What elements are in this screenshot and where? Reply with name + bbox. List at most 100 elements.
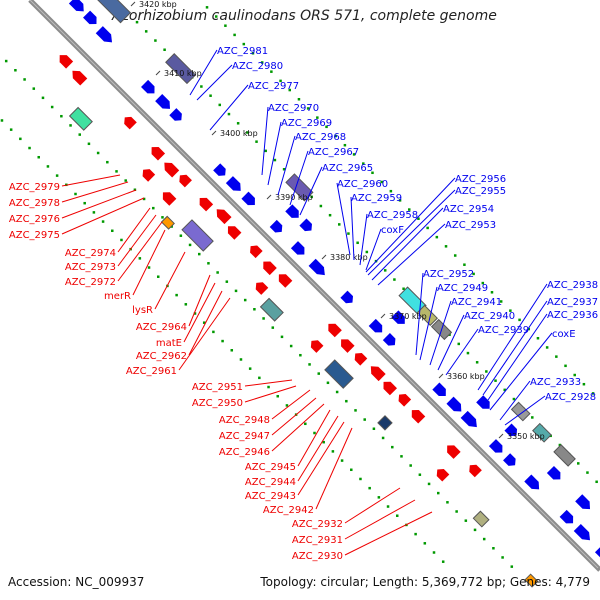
gene-label-forward: AZC_2941 [451,297,502,308]
guide-dot [354,409,357,412]
guide-dot [418,473,422,476]
guide-dot [111,229,114,233]
kbp-label: 3380 kbp [330,253,368,262]
guide-dot [193,312,197,315]
guide-dot [564,364,567,368]
gene-leader-line [487,313,548,401]
guide-dot [306,107,310,110]
guide-dot [555,355,558,358]
gene-arrow [546,465,561,480]
guide-dot [335,390,339,394]
accession-text: Accession: NC_009937 [8,575,145,589]
gene-leader-line [297,409,331,467]
guide-dot [233,33,236,37]
gene-leader-line [482,300,548,396]
gene-leader-line [299,166,323,216]
gene-label-reverse: AZC_2964 [136,322,187,333]
feature-block [398,286,427,315]
gene-arrow [340,290,354,304]
guide-dot [282,167,286,171]
guide-dot [14,69,17,72]
gene-label-forward: AZC_2977 [248,81,299,92]
guide-dot [363,418,366,421]
guide-dot [243,298,247,302]
guide-dot [251,52,255,55]
guide-dot [87,142,91,146]
guide-dot [325,125,328,129]
guide-dot [386,505,390,508]
gene-arrow [460,410,477,428]
gene-label-reverse: AZC_2942 [263,505,314,516]
guide-dot [503,388,506,392]
gene-label-reverse: AZC_2947 [219,431,270,442]
gene-arrow [594,547,600,558]
guide-dot [457,342,461,346]
gene-arrow [575,494,591,510]
guide-dot [499,300,503,303]
guide-dot [509,309,512,312]
guide-dot [209,94,212,97]
feature-block [68,106,93,131]
gene-label-forward: AZC_2956 [455,174,506,185]
gene-leader-line [267,121,282,186]
guide-dot [389,189,393,193]
gene-leader-line [178,297,231,371]
guide-dot [214,15,218,18]
topology-text: Topology: circular; Length: 5,369,772 bp… [260,575,590,589]
gene-leader-line [188,274,211,327]
guide-dot [313,431,316,435]
gene-label-reverse: AZC_2976 [9,214,60,225]
guide-dot [267,385,270,389]
guide-dot [9,128,13,131]
guide-dot [372,427,376,431]
guide-dot [120,238,123,242]
guide-dot [262,317,265,320]
gene-leader-line [188,290,223,356]
dotted-track-guides [0,2,598,568]
guide-dot [492,547,495,550]
gene-leader-line [244,385,297,403]
gene-arrow [432,382,446,397]
feature-block [181,219,214,252]
guide-dot [501,556,504,559]
guide-dot [328,213,332,217]
guide-dot [55,174,59,177]
gene-arrow [216,209,232,225]
gene-leader-line [132,229,166,296]
gene-label-reverse: AZC_2931 [292,535,343,546]
gene-leader-line [365,177,456,273]
guide-dot [78,133,81,136]
guide-dot [138,257,142,260]
gene-arrow [446,396,462,412]
guide-dot [426,226,429,230]
gene-arrow [255,282,269,295]
guide-dot [106,160,109,164]
guide-dot [482,537,486,541]
gene-leader-line [117,207,151,253]
gene-arrow [524,474,540,490]
gene-arrow [151,147,166,161]
guide-dot [188,243,192,247]
guide-dot [591,392,595,395]
gene-leader-line [261,106,269,176]
guide-dot [423,542,427,545]
guide-dot [322,440,325,444]
kbp-label: 3360 kbp [447,372,485,381]
feature-block [285,173,314,202]
gene-label-forward: AZC_2969 [281,118,332,129]
guide-dot [60,114,63,118]
guide-dot [441,560,445,563]
gene-leader-line [344,499,416,540]
guide-dot [446,501,449,504]
gene-leader-line [277,135,296,196]
guide-dot [319,204,323,208]
gene-label-forward: AZC_2970 [268,103,319,114]
kbp-tick [321,254,327,260]
gene-arrow [559,509,574,524]
guide-dot [230,349,234,352]
gene-label-reverse: AZC_2974 [65,248,116,259]
guide-dot [414,532,417,536]
gene-label-reverse: merR [104,291,131,302]
guide-dot [371,171,374,175]
gene-leader-line [445,328,479,376]
